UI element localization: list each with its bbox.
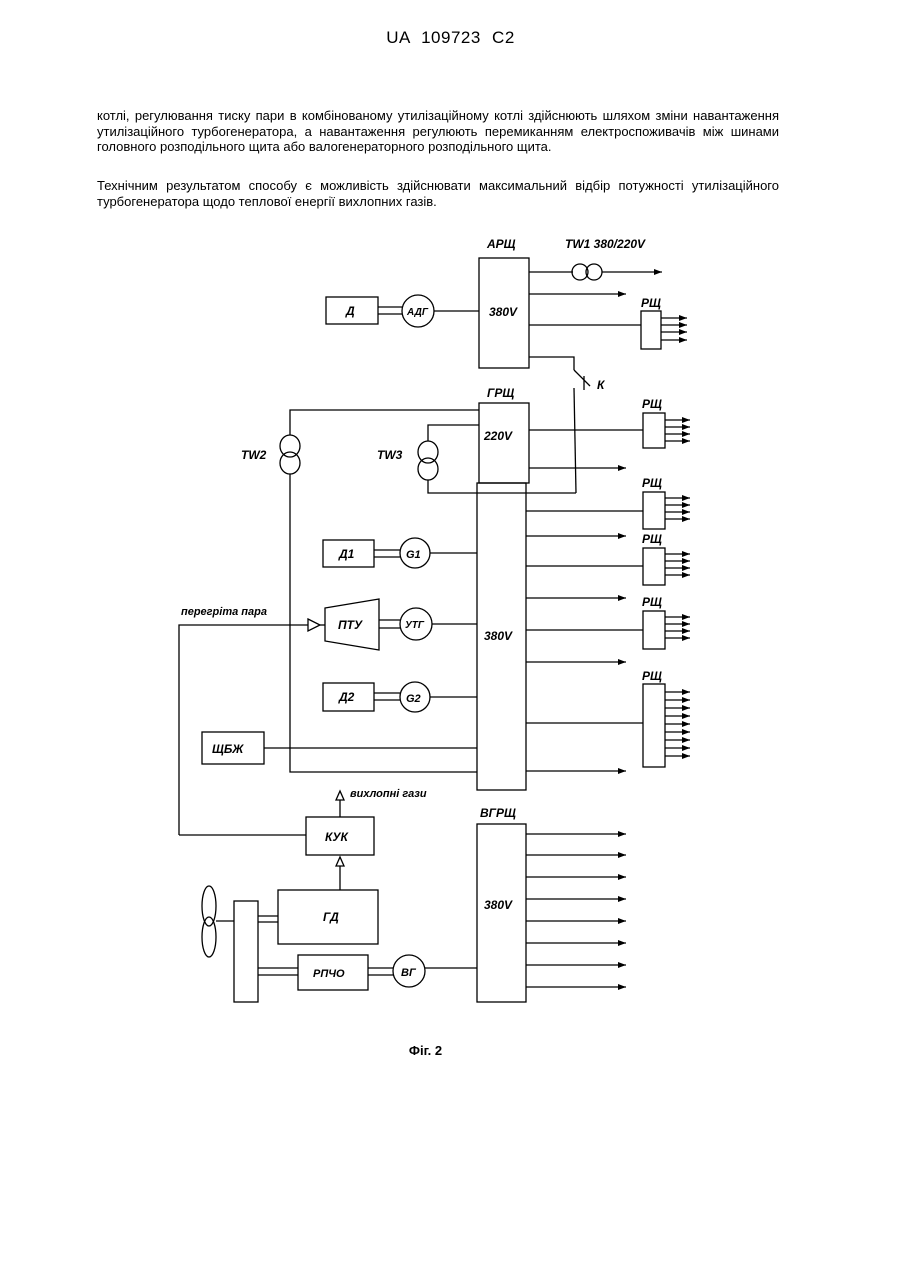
vg-label: ВГ: [401, 967, 417, 979]
shaft: [234, 901, 258, 1002]
tw3-transformer-coil-1: [418, 441, 438, 463]
propeller-blade-bottom: [202, 917, 216, 957]
tw3-label: TW3: [377, 448, 403, 462]
grsh-220v-bus: [479, 403, 529, 483]
arsh-label: АРЩ: [486, 237, 516, 251]
utg-label: УТГ: [405, 620, 425, 631]
arsh-voltage: 380V: [489, 305, 518, 319]
g2-label: G2: [406, 693, 421, 705]
rsh-panel-6: [643, 684, 665, 767]
rsh-panel-4: [643, 548, 665, 585]
exhaust-label: вихлопні гази: [350, 788, 427, 800]
g1-label: G1: [406, 549, 421, 561]
rsh-label-5: РЩ: [642, 595, 662, 609]
gd-label: ГД: [323, 910, 339, 924]
vgrsh-bus: [477, 824, 526, 1002]
rsh-panel-2: [643, 413, 665, 448]
d1-label: Д1: [338, 547, 355, 561]
grsh-label: ГРЩ: [487, 386, 514, 400]
rsh-label-2: РЩ: [642, 397, 662, 411]
tw2-label: TW2: [241, 448, 267, 462]
tw3-transformer-coil-2: [418, 458, 438, 480]
rsh-label-6: РЩ: [642, 669, 662, 683]
rsh-panel-5: [643, 611, 665, 649]
grsh-380v-label: 380V: [484, 629, 513, 643]
figure-caption: Фіг. 2: [0, 1043, 851, 1058]
adg-label: АДГ: [406, 307, 429, 318]
tw2-transformer-coil-1: [280, 435, 300, 457]
vgrsh-label: ВГРЩ: [480, 806, 516, 820]
rsh-label-3: РЩ: [642, 476, 662, 490]
rpcho-label: РПЧО: [313, 968, 345, 980]
ptu-label: ПТУ: [338, 618, 363, 632]
d2-label: Д2: [338, 690, 355, 704]
rsh-label-1: РЩ: [641, 296, 661, 310]
propeller-blade-top: [202, 886, 216, 926]
rsh-panel-1: [641, 311, 661, 349]
rsh-label-4: РЩ: [642, 532, 662, 546]
tw1-label: TW1 380/220V: [565, 237, 646, 251]
k-switch: [574, 370, 590, 386]
kuk-label: КУК: [325, 830, 350, 844]
steam-label: перегріта пара: [181, 606, 267, 618]
vgrsh-voltage: 380V: [484, 898, 513, 912]
k-label: К: [597, 378, 606, 392]
tw2-transformer-coil-2: [280, 452, 300, 474]
rsh-panel-3: [643, 492, 665, 529]
shbzh-label: ЩБЖ: [212, 742, 244, 756]
d-label: Д: [345, 304, 355, 318]
grsh-220v-label: 220V: [483, 429, 513, 443]
